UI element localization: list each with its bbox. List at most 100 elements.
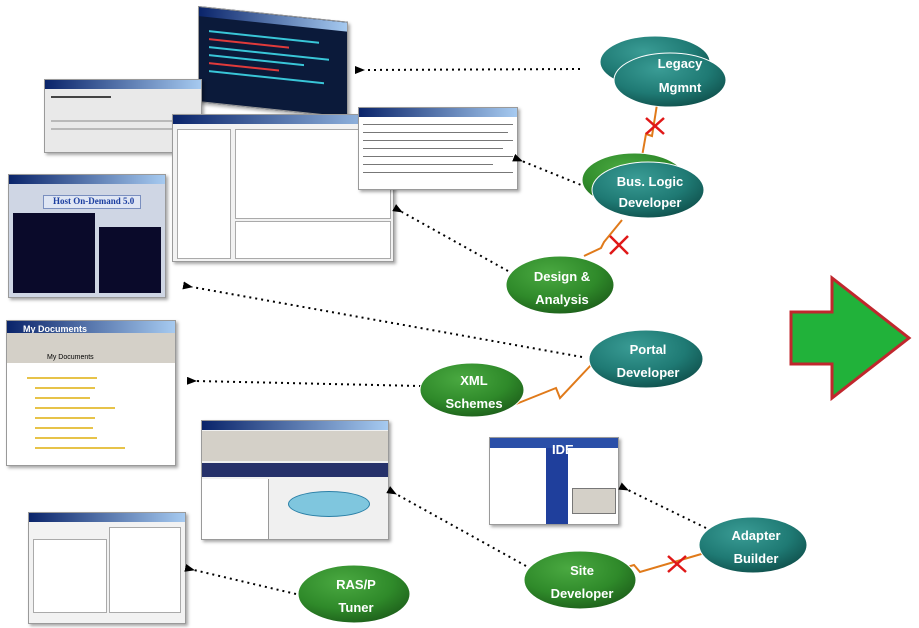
role-xml-schemes-blob xyxy=(419,362,525,418)
wizard-line xyxy=(51,96,111,98)
role-design-analysis-line2: Analysis xyxy=(535,292,588,307)
my-documents-screenshot: My Documents My Documents xyxy=(6,320,176,466)
text-line xyxy=(363,164,493,165)
role-xml-schemes-line2: Schemes xyxy=(445,396,502,411)
text-line xyxy=(363,148,503,149)
properties-panel xyxy=(235,221,391,259)
arrow-legacy-to-terminal xyxy=(354,66,581,75)
tuner-dialog-screenshot xyxy=(28,512,186,624)
role-ras-p-tuner-blob xyxy=(297,564,411,624)
site-builder-nav-bar xyxy=(202,463,388,477)
tuner-right-list xyxy=(109,527,181,613)
role-legacy-mgmt-blob xyxy=(613,52,727,108)
explorer-title-text: My Documents xyxy=(23,324,88,334)
site-builder-sidebar xyxy=(202,479,269,539)
role-portal-developer-blob xyxy=(588,329,704,389)
ide-popup xyxy=(572,488,616,514)
role-site-developer-line2: Developer xyxy=(551,586,614,601)
arrow-bus-to-notepad xyxy=(512,153,587,188)
folder-line xyxy=(35,387,95,389)
role-bus-logic-blob xyxy=(591,161,705,219)
role-portal-developer-line1: Portal xyxy=(630,342,667,357)
ide-screenshot xyxy=(489,437,619,525)
arrow-tuner-to-dialog xyxy=(184,564,297,595)
role-ras-p-tuner-line1: RAS/P xyxy=(336,577,376,592)
role-site-developer-blob xyxy=(523,550,637,610)
notepad-title-bar xyxy=(359,108,517,117)
tree-panel xyxy=(177,129,231,259)
site-builder-title-bar xyxy=(202,421,388,430)
arrow-portal-to-hod xyxy=(182,281,583,358)
folder-line xyxy=(35,447,125,449)
role-ras-p-tuner-line2: Tuner xyxy=(338,600,373,615)
ide-menu-strip xyxy=(546,448,568,524)
role-design-analysis-blob xyxy=(505,255,615,315)
role-adapter-builder-blob xyxy=(698,516,808,574)
blocked-mark-legacy xyxy=(645,117,665,135)
link-design-to-bus xyxy=(583,219,623,257)
site-builder-screenshot xyxy=(201,420,389,540)
role-portal-developer[interactable]: Portal Developer xyxy=(588,329,704,389)
big-right-arrow xyxy=(789,274,912,402)
role-site-developer-line1: Site xyxy=(570,563,594,578)
role-legacy-mgmt-line2: Mgmnt xyxy=(659,80,702,95)
explorer-address-text: My Documents xyxy=(47,354,94,361)
role-xml-schemes[interactable]: XML Schemes xyxy=(419,362,525,418)
notepad-screenshot xyxy=(358,107,518,190)
role-legacy-mgmt-line1: Legacy xyxy=(658,56,704,71)
role-design-analysis-line1: Design & xyxy=(534,269,590,284)
arrow-design-to-workflow xyxy=(392,204,509,272)
wizard-line xyxy=(51,120,191,122)
hod-session-1 xyxy=(13,213,95,293)
hod-title-bar xyxy=(9,175,165,184)
role-bus-logic-line1: Bus. Logic xyxy=(617,174,683,189)
workflow-title-bar xyxy=(173,115,393,124)
tuner-left-list xyxy=(33,539,107,613)
folder-line xyxy=(35,437,97,439)
wizard-title-bar xyxy=(45,80,201,89)
site-builder-toolbar xyxy=(202,431,388,461)
wizard-line xyxy=(51,128,191,130)
text-line xyxy=(363,156,513,157)
text-line xyxy=(363,140,513,141)
role-xml-schemes-line1: XML xyxy=(460,373,488,388)
role-legacy-mgmt[interactable]: Legacy Mgmnt xyxy=(599,35,727,108)
role-ras-p-tuner[interactable]: RAS/P Tuner xyxy=(297,564,411,624)
workflow-tool-screenshot xyxy=(172,114,394,262)
arrow-xml-to-explorer xyxy=(186,376,422,387)
link-bus-to-legacy xyxy=(640,97,659,163)
folder-line xyxy=(35,427,93,429)
explorer-toolbar xyxy=(7,333,175,363)
site-builder-banner xyxy=(288,491,370,517)
role-portal-developer-line2: Developer xyxy=(617,365,680,380)
role-adapter-builder-line2: Builder xyxy=(734,551,779,566)
role-adapter-builder-line1: Adapter xyxy=(731,528,780,543)
explorer-title-bar xyxy=(7,321,175,333)
folder-line xyxy=(27,377,97,379)
blocked-mark-bus xyxy=(609,235,629,255)
folder-line xyxy=(35,407,115,409)
folder-line xyxy=(35,397,90,399)
folder-line xyxy=(35,417,95,419)
hod-banner xyxy=(43,195,141,209)
text-line xyxy=(363,132,508,133)
tuner-title-bar xyxy=(29,513,185,522)
ide-label: IDE xyxy=(552,442,574,457)
role-design-analysis[interactable]: Design & Analysis xyxy=(505,255,615,315)
ide-title-bar xyxy=(490,438,618,448)
text-line xyxy=(363,124,513,125)
role-bus-logic-developer[interactable]: Bus. Logic Developer xyxy=(581,152,705,219)
hod-banner-text: Host On-Demand 5.0 xyxy=(53,196,135,206)
arrow-site-to-sitebuilder xyxy=(386,486,527,567)
host-on-demand-screenshot: Host On-Demand 5.0 xyxy=(8,174,166,298)
role-bus-logic-line2: Developer xyxy=(619,195,682,210)
text-line xyxy=(363,172,513,173)
link-xml-to-portal xyxy=(515,363,593,405)
role-site-developer[interactable]: Site Developer xyxy=(523,550,637,610)
blocked-mark-adapter xyxy=(667,555,687,573)
hod-session-2 xyxy=(99,227,161,293)
role-adapter-builder[interactable]: Adapter Builder xyxy=(698,516,808,574)
arrow-adapter-to-ide xyxy=(618,482,707,529)
